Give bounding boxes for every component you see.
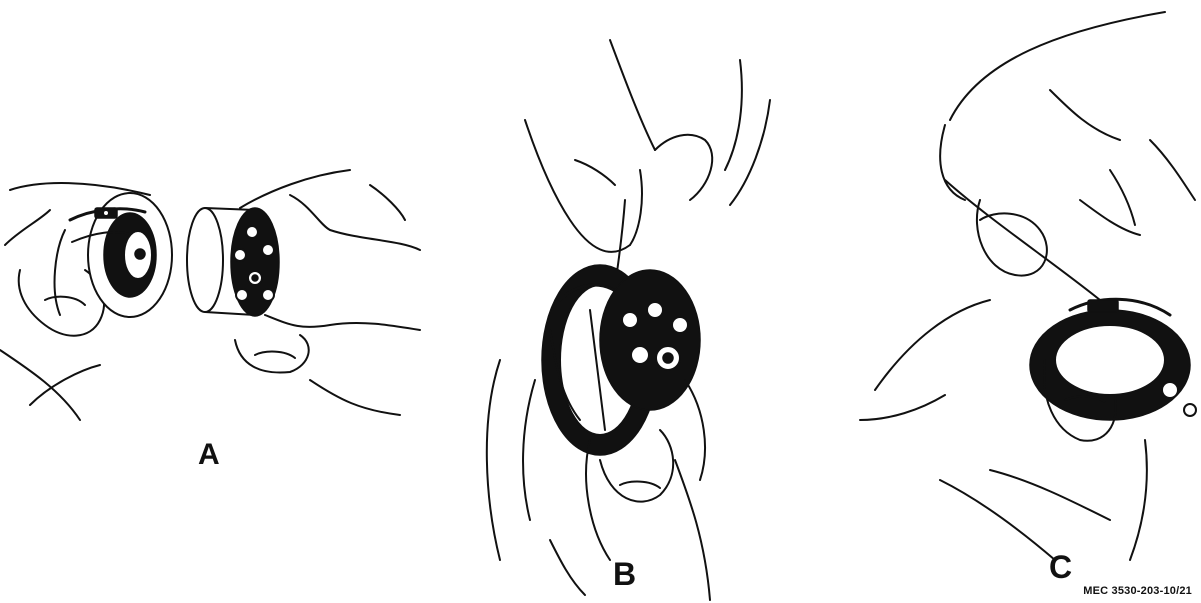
panel-c-label: C: [1049, 551, 1072, 583]
lower-hand-outline: [875, 300, 990, 390]
upper-hand-outline: [950, 12, 1165, 120]
upper-finger-tip: [655, 135, 712, 200]
panel-b: B: [440, 0, 820, 603]
right-hand-outline: [240, 170, 350, 208]
bobbin-flange-back: [187, 208, 223, 312]
thread: [945, 180, 1100, 300]
panel-b-label: B: [613, 558, 636, 590]
panel-a: A: [0, 150, 440, 490]
upper-finger-tip: [977, 200, 1047, 276]
right-thumb: [235, 335, 309, 373]
bobbin-face: [600, 270, 700, 410]
panel-a-illustration: [0, 150, 440, 490]
panel-a-label: A: [198, 440, 220, 470]
panel-c-illustration: [820, 0, 1201, 603]
panel-c: C: [820, 0, 1201, 603]
upper-hand-outline: [525, 120, 630, 252]
panel-b-illustration: [440, 0, 820, 603]
figure-code: MEC 3530-203-10/21: [1083, 585, 1192, 597]
lower-hand-outline: [487, 360, 500, 560]
